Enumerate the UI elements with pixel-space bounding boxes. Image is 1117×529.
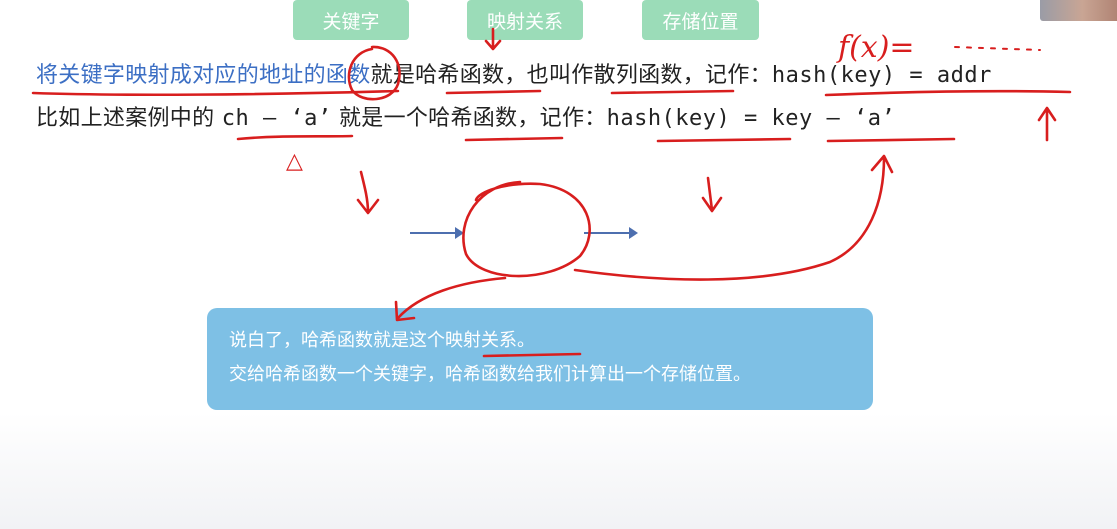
- ink-underline-hashkey: [656, 137, 792, 143]
- ink-arrow-to-location: [701, 176, 723, 213]
- ink-arrow-to-keyword: [356, 170, 380, 215]
- example-line: 比如上述案例中的 ch – ‘a’ 就是一个哈希函数，记作：hash(key) …: [36, 104, 895, 134]
- ink-arrow-up-addr: [1037, 106, 1057, 142]
- flow-arrow-1: [410, 227, 464, 239]
- ink-circle-mapping: [462, 180, 591, 278]
- definition-formula: hash(key) = addr: [771, 63, 992, 88]
- ink-delta: △: [286, 149, 303, 174]
- definition-line: 将关键字映射成对应的地址的函数就是哈希函数，也叫作散列函数，记作：hash(ke…: [36, 61, 992, 91]
- definition-highlight: 将关键字映射成对应的地址的函数: [36, 63, 371, 88]
- ink-underline-code: [236, 134, 354, 141]
- example-formula: hash(key) = key – ‘a’: [606, 106, 896, 131]
- ink-fx-text: f(x)=: [836, 30, 915, 65]
- ink-underline-scatter: [610, 89, 735, 95]
- flow-box-location: 存储位置: [642, 0, 759, 40]
- ink-underline-hash: [445, 89, 542, 95]
- flow-arrow-2: [584, 227, 638, 239]
- example-text-b: 就是一个哈希函数，记作：: [331, 106, 607, 131]
- ink-underline-formula1: [824, 89, 1072, 97]
- example-code: ch – ‘a’: [221, 106, 332, 131]
- ink-underline-definition: [31, 89, 400, 97]
- explanation-note: 说白了，哈希函数就是这个映射关系。 交给哈希函数一个关键字，哈希函数给我们计算出…: [207, 308, 873, 410]
- flow-box-mapping: 映射关系: [467, 0, 583, 40]
- ink-dotted-line: [954, 46, 1041, 51]
- ink-curve-to-formula: [573, 154, 894, 281]
- note-line-2: 交给哈希函数一个关键字，哈希函数给我们计算出一个存储位置。: [229, 364, 751, 385]
- webcam-thumbnail: [1040, 0, 1117, 21]
- example-text-a: 比如上述案例中的: [36, 106, 222, 131]
- definition-text: 就是哈希函数，也叫作散列函数，记作：: [370, 63, 772, 88]
- flow-box-keyword: 关键字: [293, 0, 409, 40]
- ink-underline-hash2: [464, 136, 564, 142]
- ink-underline-keya: [826, 137, 956, 143]
- note-line-1: 说白了，哈希函数就是这个映射关系。: [229, 330, 535, 351]
